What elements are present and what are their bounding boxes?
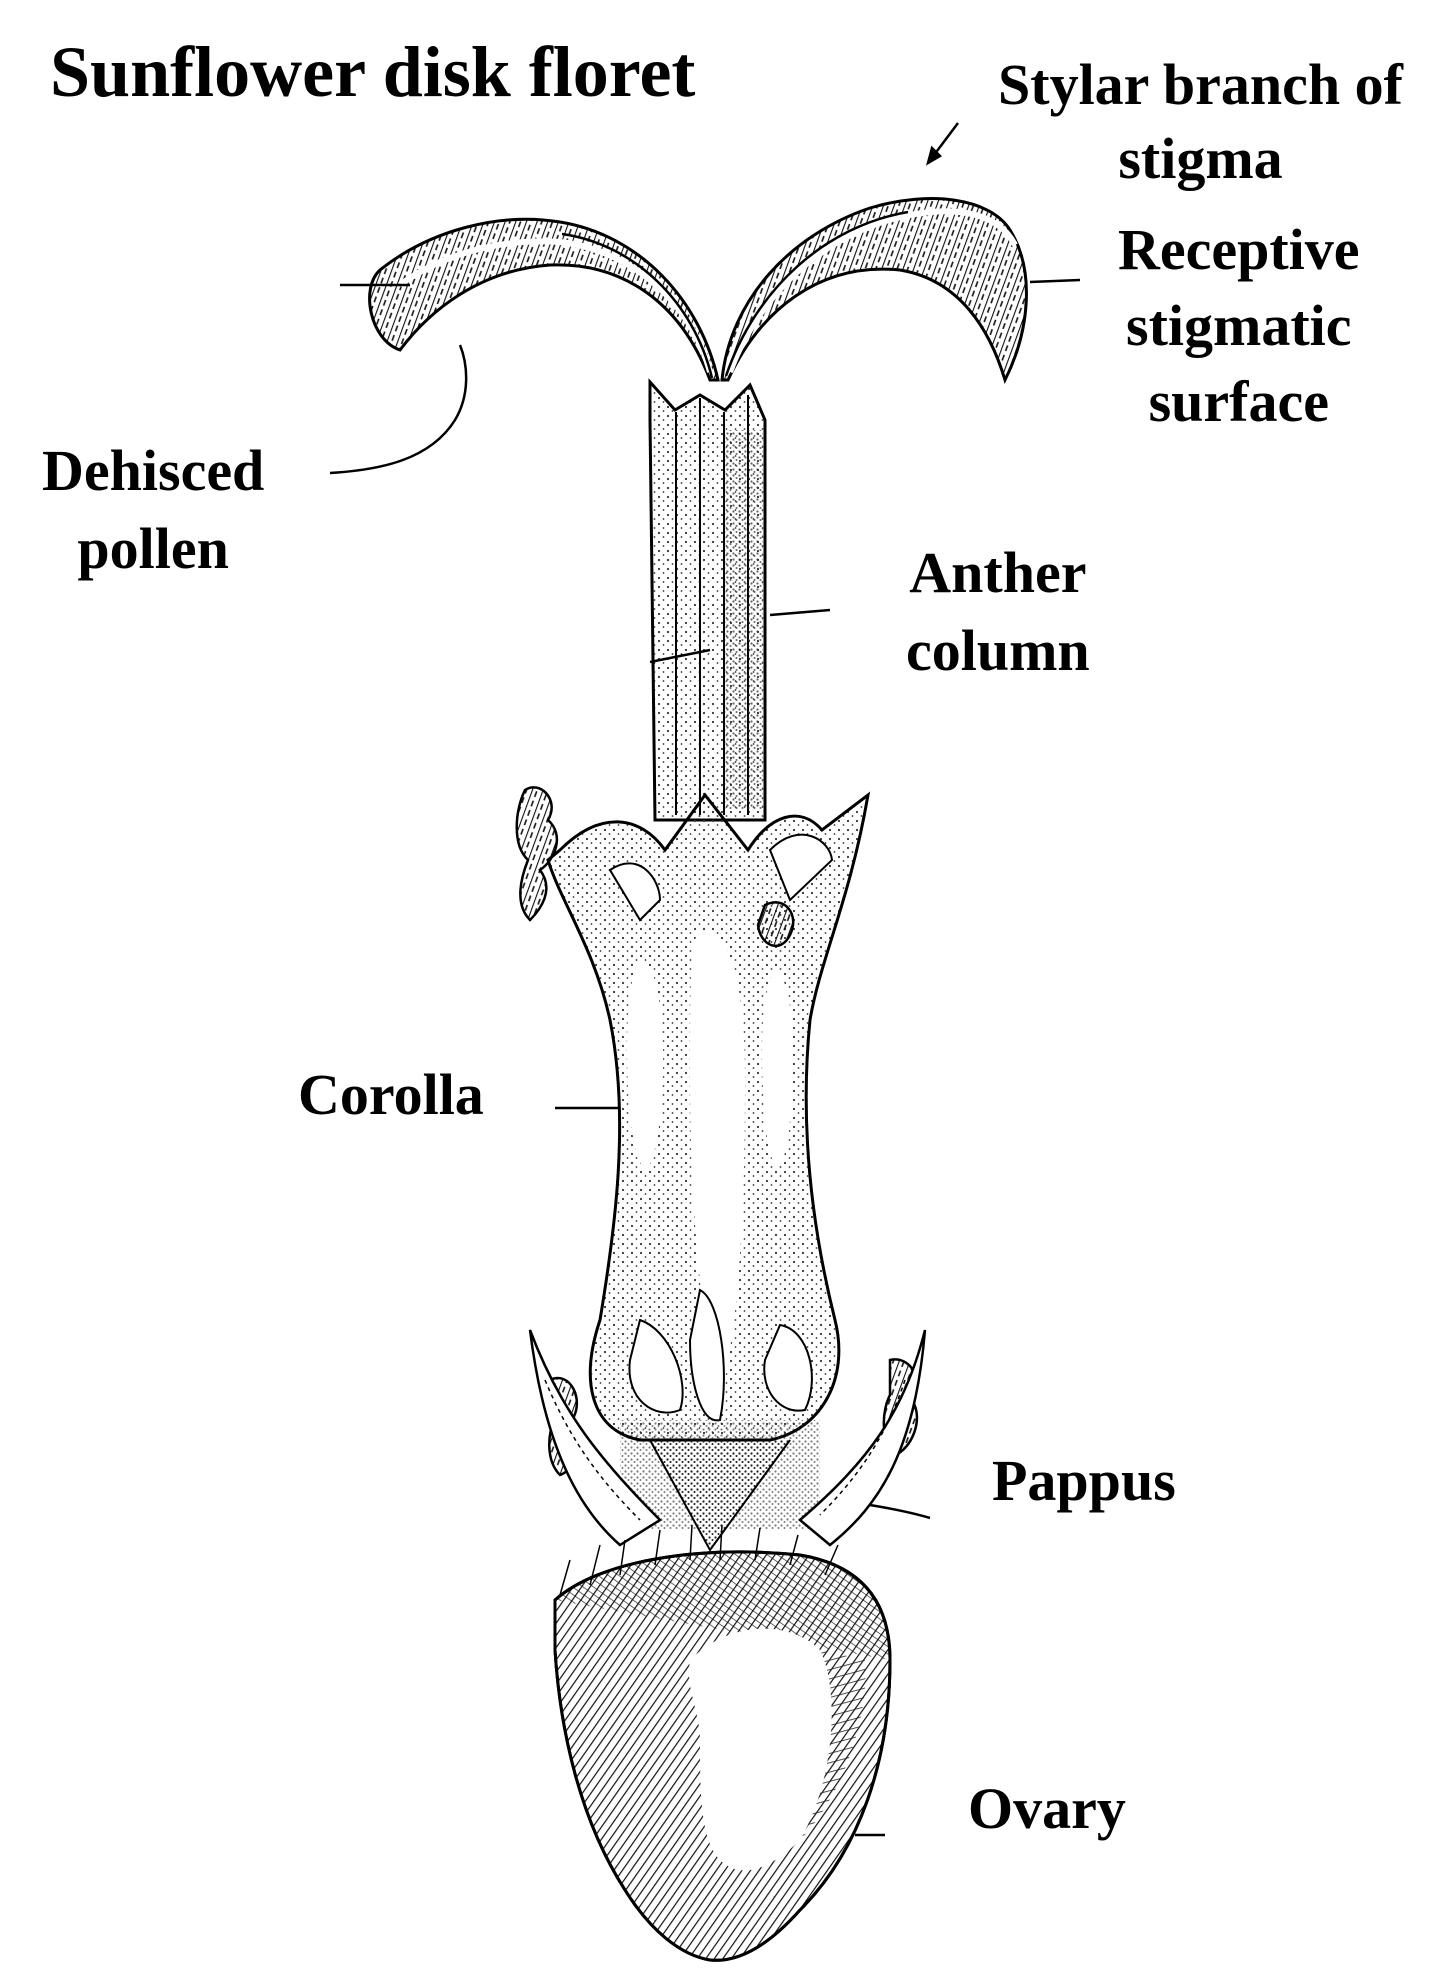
label-dehisced-line1: Dehisced — [42, 432, 264, 510]
label-receptive-line2: stigmatic — [1118, 288, 1360, 364]
anther-column — [650, 382, 765, 820]
label-ovary: Ovary — [968, 1780, 1126, 1838]
label-receptive-line1: Receptive — [1118, 212, 1360, 288]
label-anther-column: Anther column — [906, 534, 1090, 690]
label-corolla: Corolla — [298, 1066, 484, 1124]
ovary — [555, 1525, 890, 1960]
stigma-branch-right — [722, 199, 1026, 380]
label-receptive-line3: surface — [1118, 364, 1360, 440]
receptive-leader — [1030, 280, 1080, 282]
diagram-title: Sunflower disk floret — [50, 36, 695, 108]
dehisced-leader — [330, 345, 466, 473]
corolla — [548, 795, 868, 1550]
pappus-leader — [870, 1505, 930, 1518]
stigma-branch-left — [370, 219, 718, 380]
label-stylar-branch: Stylar branch of stigma — [998, 48, 1403, 196]
label-pappus: Pappus — [992, 1452, 1176, 1510]
label-dehisced-line2: pollen — [42, 510, 264, 588]
label-stylar-line1: Stylar branch of — [998, 48, 1403, 122]
anther-leader — [770, 610, 830, 615]
label-anther-line2: column — [906, 612, 1090, 690]
label-dehisced-pollen: Dehisced pollen — [42, 432, 264, 588]
label-stylar-line2: stigma — [998, 122, 1403, 196]
label-receptive-surface: Receptive stigmatic surface — [1118, 212, 1360, 440]
label-anther-line1: Anther — [906, 534, 1090, 612]
